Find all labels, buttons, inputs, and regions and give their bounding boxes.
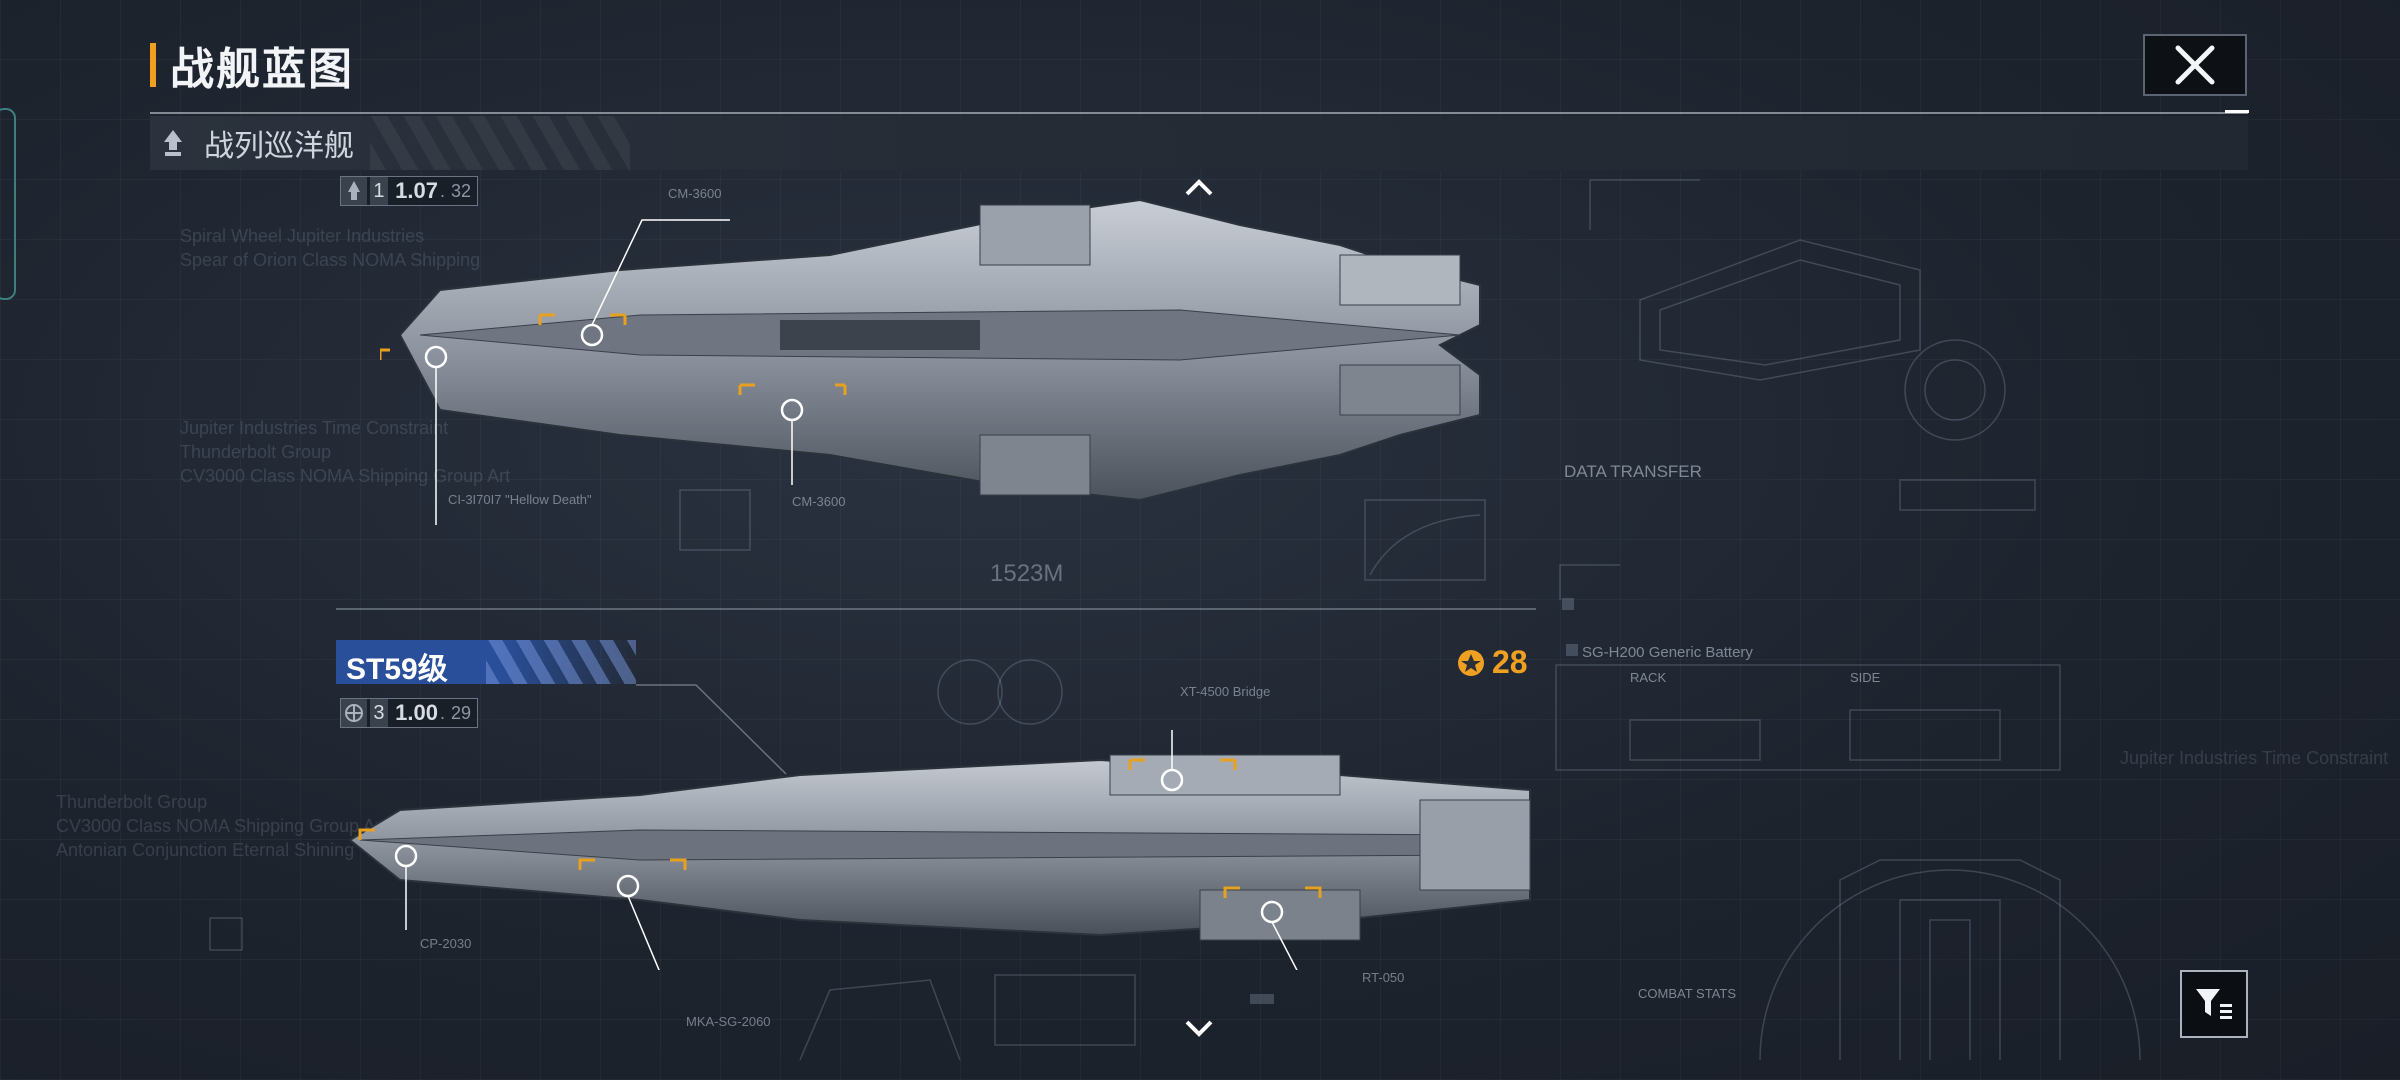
ship2-callout-4: RT-050 <box>1362 970 1405 985</box>
combat-stats-label: COMBAT STATS <box>1638 986 1736 1001</box>
emblem-icon <box>1458 649 1484 676</box>
bg-text-4: Jupiter Industries Time Constraint <box>2120 748 2389 768</box>
ship-class-icon <box>164 130 182 156</box>
ship-class-label: 战列巡洋舰 <box>204 130 354 163</box>
bg-text-1: Spiral Wheel Jupiter Industries Spear of… <box>180 226 481 270</box>
header-accent-bar <box>150 43 156 87</box>
ship2-points: 28 <box>1456 644 1528 681</box>
ship1-stat-box: 1 1.07 . 32 <box>340 176 478 206</box>
ship1-callout-2: CI-3I70I7 "Hellow Death" <box>448 492 592 507</box>
ship1-scale-label: 1523M <box>990 560 1064 587</box>
ship1-stat-value: 1.07 <box>395 178 438 203</box>
ship-class-bar: 战列巡洋舰 <box>150 116 2248 170</box>
ship1-scale-ruler <box>336 596 1536 610</box>
ship2-name: ST59级 <box>346 653 448 686</box>
ship2-stat-value: 1.00 <box>395 700 438 725</box>
close-icon <box>2175 45 2215 85</box>
ship2-points-value: 28 <box>1492 644 1528 680</box>
ship1-stat-index: 1 <box>369 177 389 205</box>
side-label: SIDE <box>1850 670 1881 685</box>
scroll-up-chevron-icon[interactable] <box>1184 178 1214 198</box>
battery-label: SG-H200 Generic Battery <box>1582 644 1753 661</box>
ship2-type-icon <box>341 699 367 727</box>
bg-text-3: Thunderbolt Group CV3000 Class NOMA Ship… <box>56 792 386 860</box>
ship1-callout-3: CM-3600 <box>792 494 846 509</box>
ship1-blueprint[interactable] <box>380 185 1500 525</box>
filter-button[interactable] <box>2180 970 2248 1038</box>
ship1-type-icon <box>341 177 367 205</box>
ship2-tag-stripes <box>486 640 636 684</box>
ship2-stat-index: 3 <box>369 699 389 727</box>
scroll-down-chevron-icon[interactable] <box>1184 1018 1214 1038</box>
ship2-callout-2: CP-2030 <box>420 936 472 951</box>
ship2-callout-1: XT-4500 Bridge <box>1180 684 1271 699</box>
left-edge-tab[interactable] <box>0 108 16 300</box>
ship2-callout-3: MKA-SG-2060 <box>686 1014 771 1029</box>
page-title: 战舰蓝图 <box>170 45 354 94</box>
header-divider <box>150 112 2248 114</box>
ship2-blueprint[interactable] <box>340 730 1540 970</box>
ship1-stat-sub: 32 <box>450 180 471 201</box>
rack-label: RACK <box>1630 670 1667 685</box>
bg-text-2: Jupiter Industries Time Constraint Thund… <box>180 418 511 486</box>
filter-icon <box>2196 989 2232 1019</box>
ship2-stat-box: 3 1.00 . 29 <box>340 698 478 728</box>
close-button[interactable] <box>2143 34 2247 96</box>
page-header: 战舰蓝图 <box>150 40 354 94</box>
header-divider-tick <box>2225 110 2249 113</box>
ship2-tag-leader-line <box>636 684 787 775</box>
class-bar-stripes <box>370 116 630 170</box>
ship1-callout-1: CM-3600 <box>668 186 722 201</box>
data-transfer-label: DATA TRANSFER <box>1564 462 1702 481</box>
ship2-name-tag: ST59级 <box>336 640 636 686</box>
ship2-stat-sub: 29 <box>450 702 471 723</box>
